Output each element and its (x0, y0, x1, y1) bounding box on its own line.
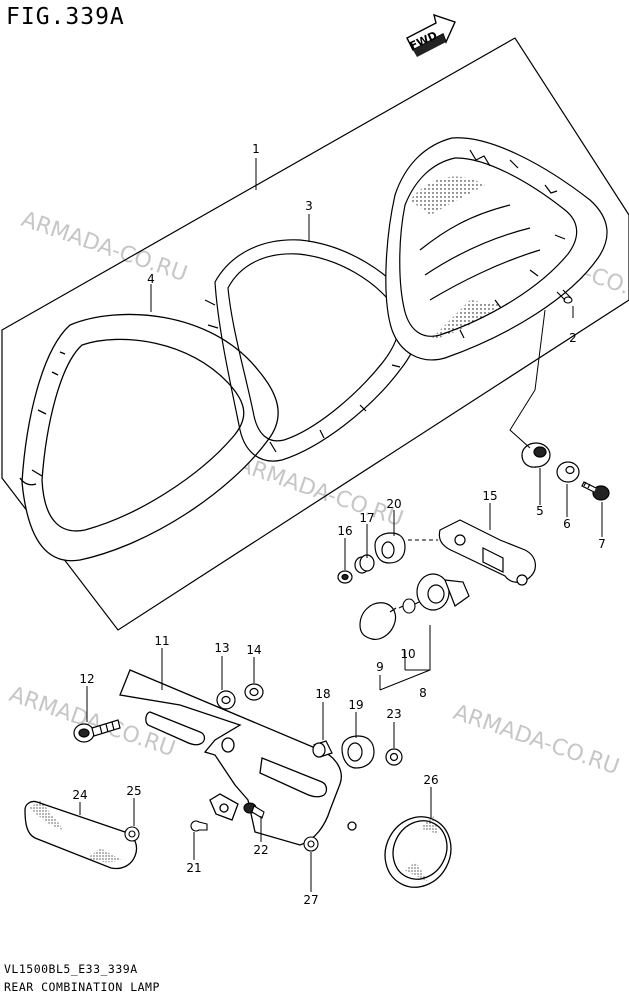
washer-part (556, 461, 580, 483)
callout-10: 10 (400, 647, 415, 661)
callout-3: 3 (305, 199, 313, 213)
license-bracket-part (119, 669, 357, 846)
leader-line (509, 309, 546, 449)
callout-2: 2 (569, 331, 577, 345)
callout-16: 16 (337, 524, 352, 538)
forward-direction-arrow-icon: FWD (406, 13, 456, 57)
washer-13-part (216, 690, 236, 710)
nut-part (337, 570, 353, 584)
round-reflector-part (384, 816, 452, 888)
callout-12: 12 (79, 672, 94, 686)
callout-1: 1 (252, 142, 260, 156)
watermark: ARMADA-CO.RU (18, 207, 190, 287)
lamp-housing-part (385, 137, 608, 361)
callout-23: 23 (386, 707, 401, 721)
callout-8: 8 (419, 686, 427, 700)
side-reflector-part (24, 800, 138, 870)
clip-21-part (190, 820, 208, 832)
drawing-code: VL1500BL5_E33_339A (4, 962, 138, 976)
callout-27: 27 (303, 893, 318, 907)
hex-bolt-part (73, 719, 121, 743)
callout-26: 26 (423, 773, 438, 787)
spacer-part (354, 554, 375, 574)
callout-22: 22 (253, 843, 268, 857)
callout-18: 18 (315, 687, 330, 701)
cushion-19-part (341, 735, 375, 769)
callout-19: 19 (348, 698, 363, 712)
callout-11: 11 (154, 634, 169, 648)
callout-17: 17 (359, 511, 374, 525)
nut-25-part (124, 826, 140, 842)
grommet-part (521, 442, 551, 468)
callout-13: 13 (214, 641, 229, 655)
callout-9: 9 (376, 660, 384, 674)
lens-cover-part (19, 313, 279, 562)
callout-20: 20 (386, 497, 401, 511)
figure-title: FIG.339A (6, 4, 125, 30)
callout-14: 14 (246, 643, 261, 657)
figure-caption: REAR COMBINATION LAMP (4, 980, 160, 994)
callout-7: 7 (598, 537, 606, 551)
callout-6: 6 (563, 517, 571, 531)
nut-27-part (303, 836, 319, 852)
bulb-part (359, 602, 397, 640)
collar-part (312, 740, 333, 758)
callout-labels: 1 2 3 4 5 6 7 8 9 10 11 12 13 14 15 16 1… (72, 142, 605, 907)
callout-15: 15 (482, 489, 497, 503)
lamp-socket-part (416, 573, 470, 611)
bracket-plate-part (438, 519, 536, 586)
watermark: ARMADA-CO.RU (450, 700, 622, 780)
leader-lines (79, 158, 603, 892)
gasket-frame-part (204, 239, 420, 462)
callout-24: 24 (72, 788, 87, 802)
rubber-cushion-part (374, 532, 406, 564)
callout-5: 5 (536, 504, 544, 518)
wedge-bulb-part (398, 598, 420, 614)
callout-21: 21 (186, 861, 201, 875)
callout-4: 4 (147, 272, 155, 286)
nut-23-part (385, 748, 403, 766)
callout-25: 25 (126, 784, 141, 798)
bracket-leader-8 (379, 625, 431, 691)
nut-14-part (244, 683, 264, 701)
screw-part (556, 289, 573, 304)
tapping-screw-part (581, 481, 610, 501)
assembly-boundary (1, 37, 629, 631)
bolt-22-part (243, 802, 265, 819)
watermark: ARMADA-CO.RU (234, 452, 406, 532)
